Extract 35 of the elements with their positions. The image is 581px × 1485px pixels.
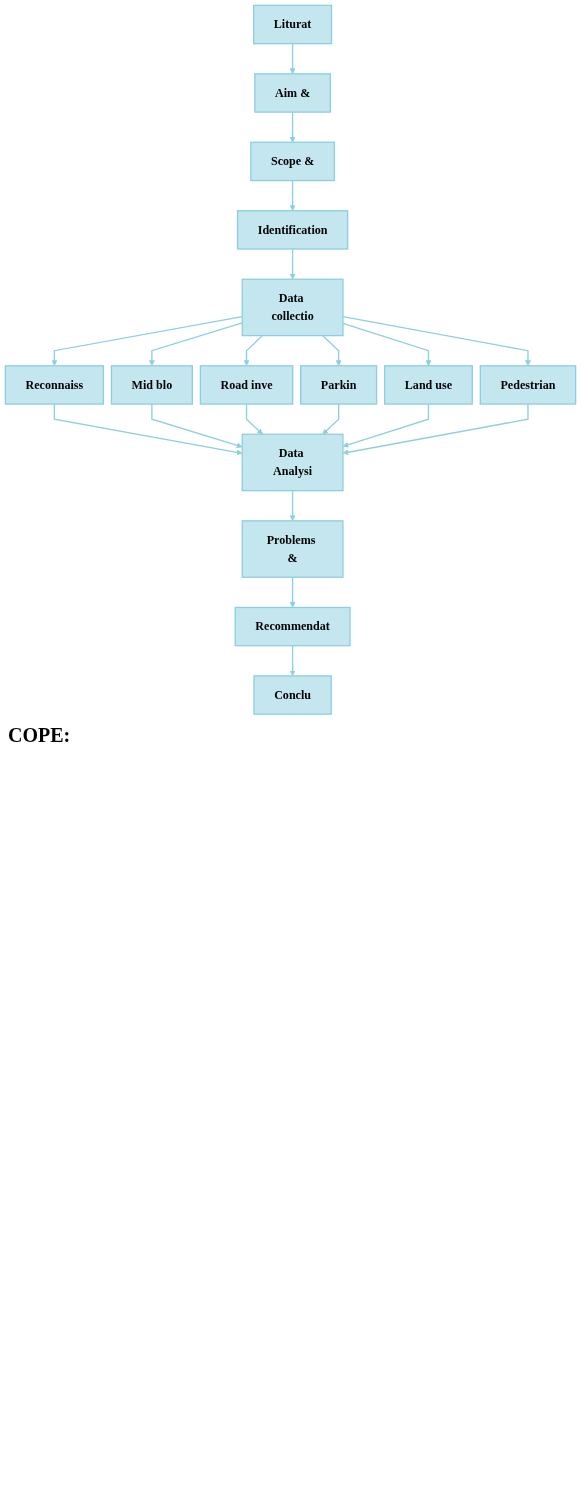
arrow <box>289 42 296 75</box>
node-box: Reconnaiss <box>4 365 105 405</box>
node-box: Aim & <box>254 73 332 113</box>
node-box: Road inve <box>199 365 294 405</box>
arrow <box>243 334 264 367</box>
arrow <box>151 403 243 449</box>
arrow <box>289 645 296 677</box>
node-box: Parkin <box>300 365 378 405</box>
arrow <box>342 403 430 448</box>
note-text: COPE: <box>8 723 71 747</box>
arrow <box>322 403 340 435</box>
arrow <box>289 179 296 212</box>
arrow <box>148 322 243 367</box>
node-box: Conclu <box>253 675 332 715</box>
arrow <box>245 403 263 435</box>
node-box: Data collectio <box>241 278 344 337</box>
arrow <box>342 322 432 367</box>
node-box: Pedestrian <box>479 365 577 405</box>
arrow <box>289 111 296 143</box>
node-box: Data Analysi <box>241 433 344 492</box>
arrow <box>289 248 296 280</box>
node-box: Land use <box>383 365 473 405</box>
node-box: Problems & <box>241 520 344 578</box>
node-box: Liturat <box>253 4 333 45</box>
arrow <box>289 576 296 608</box>
arrow <box>53 403 243 456</box>
arrow <box>51 315 243 367</box>
node-box: Recommendat <box>234 606 351 647</box>
arrow <box>342 316 531 367</box>
node-box: Mid blo <box>110 365 193 405</box>
arrow <box>321 334 342 367</box>
arrow <box>342 403 529 456</box>
node-box: Scope & <box>250 141 336 182</box>
arrow <box>289 489 296 522</box>
node-box: Identification <box>236 210 349 250</box>
